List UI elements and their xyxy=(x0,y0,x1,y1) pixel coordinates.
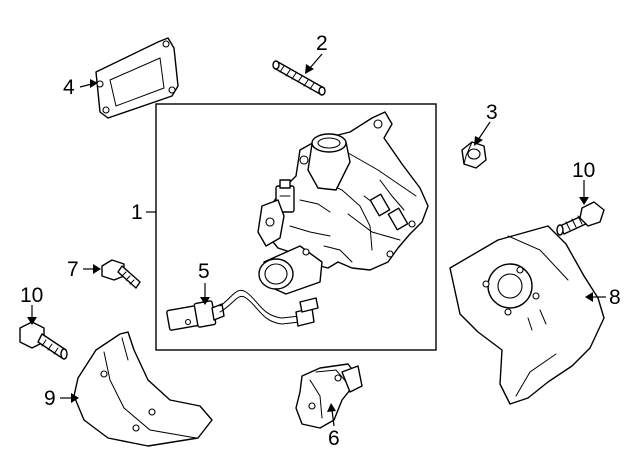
callout-1: 1 xyxy=(131,201,143,224)
callout-5: 5 xyxy=(198,260,210,283)
callout-8: 8 xyxy=(609,286,621,309)
callout-4: 4 xyxy=(63,76,75,99)
callout-10-left: 10 xyxy=(20,284,44,307)
callout-9: 9 xyxy=(44,387,56,410)
main-assembly-drawing[interactable] xyxy=(257,111,429,295)
callout-6: 6 xyxy=(328,427,340,450)
callout-2: 2 xyxy=(316,32,328,55)
assembly-frame xyxy=(155,103,437,351)
leader-lines xyxy=(27,53,606,427)
nut-drawing[interactable] xyxy=(461,141,487,169)
bolt-left-drawing[interactable] xyxy=(19,321,68,360)
callout-10-upper-right: 10 xyxy=(572,159,596,182)
gasket-drawing[interactable] xyxy=(95,37,179,119)
stud-drawing[interactable] xyxy=(272,60,326,96)
callout-7: 7 xyxy=(67,258,79,281)
callout-3: 3 xyxy=(486,101,498,124)
heat-shield-right-drawing[interactable] xyxy=(449,225,605,405)
support-bracket-drawing[interactable] xyxy=(295,363,363,429)
bolt-drawing[interactable] xyxy=(101,259,141,289)
sensor-harness-drawing[interactable] xyxy=(166,290,319,331)
heat-shield-lower-drawing[interactable] xyxy=(73,331,213,447)
bolt-upper-right-drawing[interactable] xyxy=(556,201,605,236)
